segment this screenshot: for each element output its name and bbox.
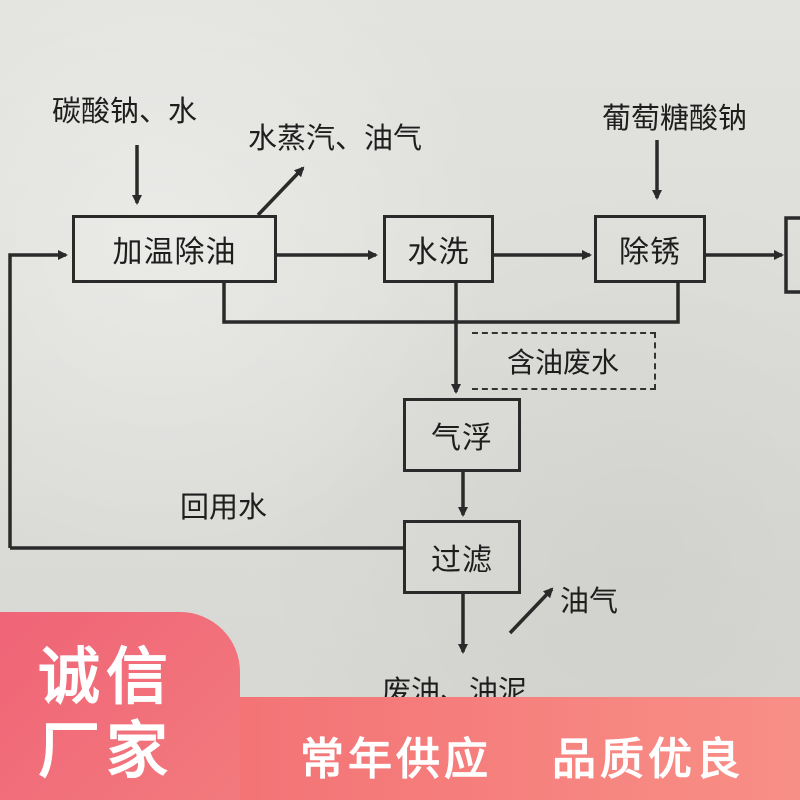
next-box-edge xyxy=(784,216,800,294)
step-derust: 除锈 xyxy=(594,215,706,283)
output-steam-oil-vapor: 水蒸汽、油气 xyxy=(248,121,423,155)
output-oil-vapor: 油气 xyxy=(560,584,619,618)
badge-line-1: 诚信 xyxy=(38,640,175,713)
badge-line-2: 厂家 xyxy=(38,714,175,787)
arrow-degrease-to-steam xyxy=(256,166,305,217)
arrow-filter-to-oil-vapor xyxy=(508,587,554,635)
step-filtration: 过滤 xyxy=(403,520,521,594)
step-heat-degrease: 加温除油 xyxy=(72,215,277,283)
recycled-water-label: 回用水 xyxy=(180,490,268,524)
step-air-flotation: 气浮 xyxy=(403,398,521,472)
slogan-steady-supply: 常年供应 xyxy=(300,734,492,785)
slogan-good-quality: 品质优良 xyxy=(552,734,744,785)
input-soda-water: 碳酸钠、水 xyxy=(52,94,198,128)
step-water-wash: 水洗 xyxy=(383,215,494,283)
input-gluconate: 葡萄糖酸钠 xyxy=(602,101,748,135)
oily-wastewater-label: 含油废水 xyxy=(472,332,656,390)
trust-badge: 诚信 厂家 xyxy=(0,612,240,800)
recycle-return-line xyxy=(8,250,68,548)
waste-collect-line xyxy=(222,282,680,324)
